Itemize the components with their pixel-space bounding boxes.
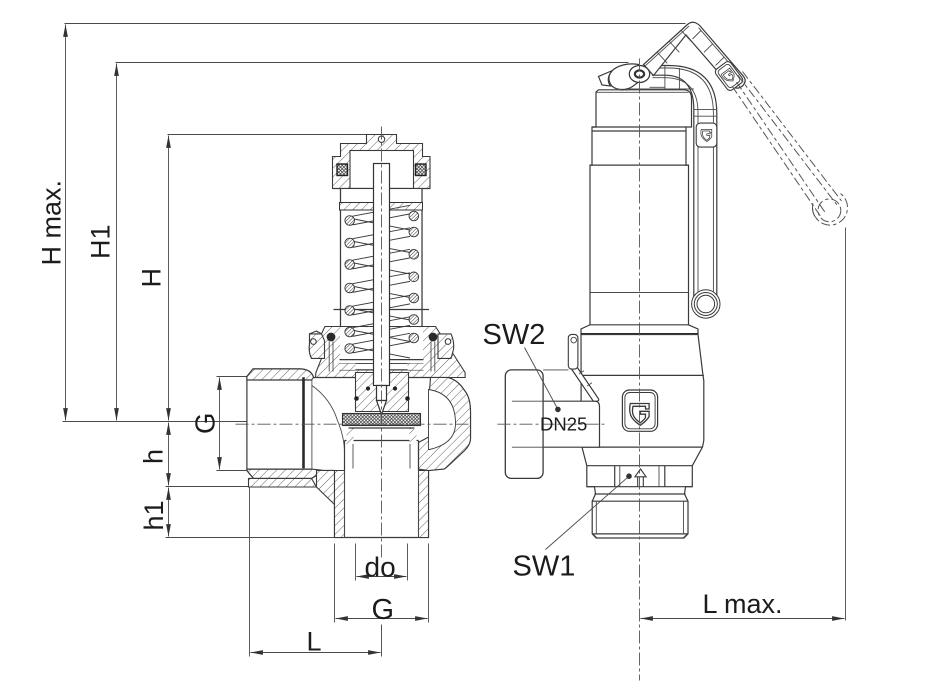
svg-text:H max.: H max.: [37, 180, 67, 266]
svg-text:H: H: [137, 268, 167, 288]
svg-text:L max.: L max.: [703, 589, 783, 619]
svg-text:h: h: [139, 449, 169, 464]
svg-text:DN25: DN25: [540, 414, 587, 435]
svg-text:do: do: [365, 552, 396, 583]
svg-text:SW2: SW2: [483, 319, 546, 351]
svg-text:SW1: SW1: [513, 551, 576, 583]
svg-text:H1: H1: [86, 224, 116, 259]
svg-text:G: G: [190, 413, 221, 434]
svg-text:h1: h1: [139, 500, 169, 530]
svg-text:G: G: [372, 594, 395, 626]
svg-text:L: L: [307, 627, 322, 657]
